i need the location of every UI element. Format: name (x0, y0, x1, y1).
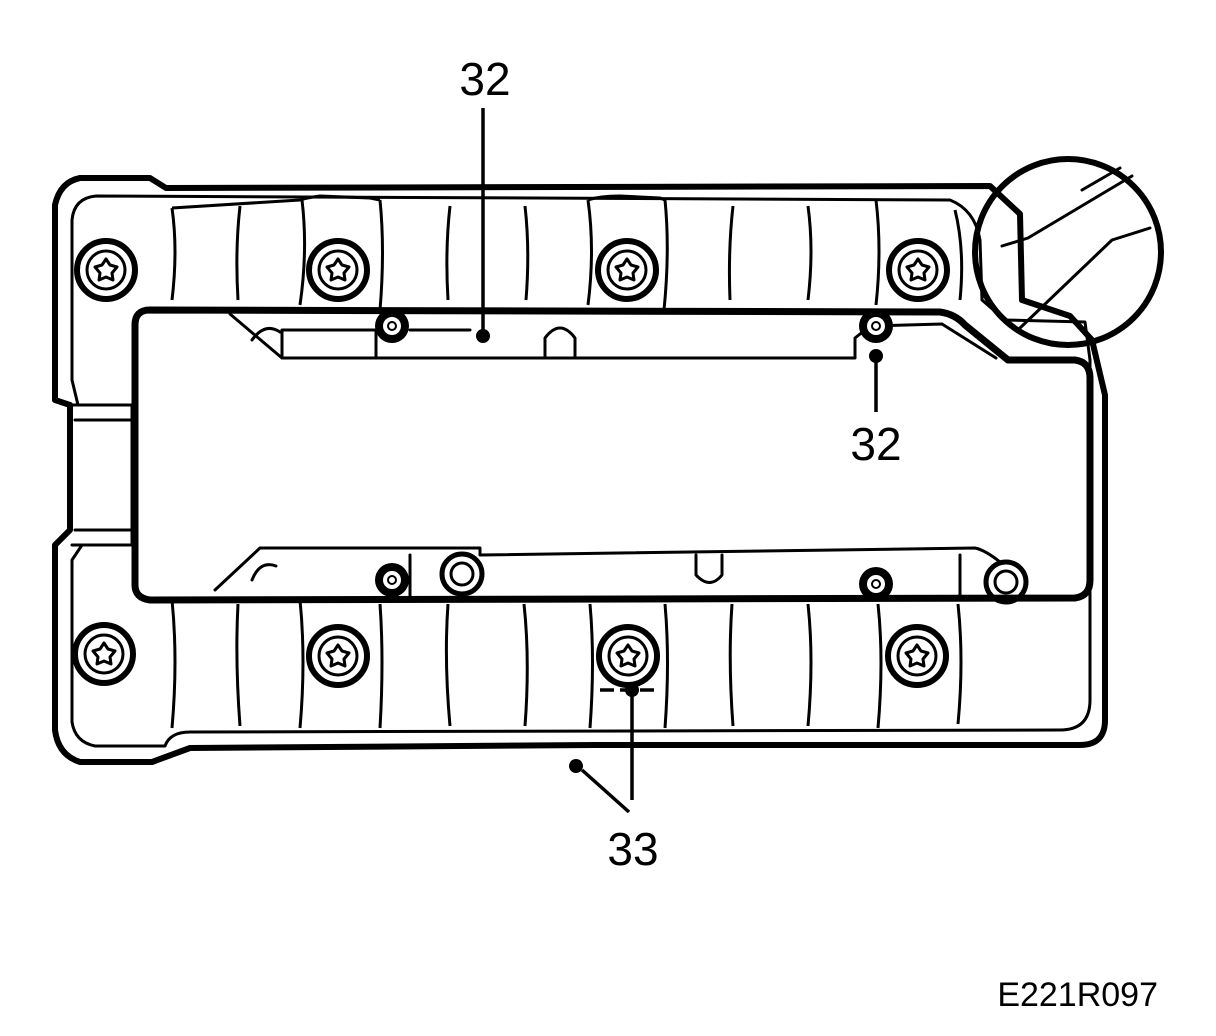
callout-label-bottom: 33 (607, 823, 658, 875)
callout-label-right: 32 (850, 418, 901, 470)
torx-bolt-icon (72, 238, 950, 688)
oil-filler-cap-icon (972, 156, 1164, 348)
valve-cover-body (52, 175, 1108, 765)
lower-ribs (170, 599, 963, 729)
callout-label-top: 32 (459, 53, 510, 105)
upper-ribs (170, 194, 964, 311)
plate-screw-icon (375, 309, 1029, 605)
center-plate (131, 306, 1094, 604)
leader-dots (476, 329, 883, 773)
leader-lines (481, 108, 878, 814)
figure-code: E221R097 (997, 976, 1158, 1014)
